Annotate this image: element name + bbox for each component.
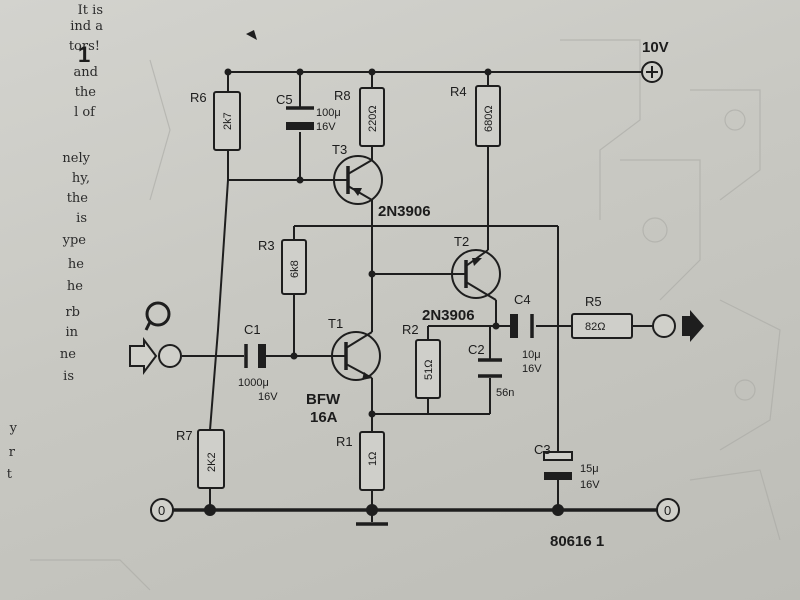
resistor-r5: 82Ω R5 xyxy=(571,294,633,339)
side-line: he xyxy=(67,279,83,294)
capacitor-c3: C3 15μ 16V xyxy=(534,442,600,491)
side-line: is xyxy=(76,211,87,226)
t2-ref: T2 xyxy=(454,234,469,249)
c3-value2: 16V xyxy=(580,479,600,491)
r1-value: 1Ω xyxy=(367,452,379,466)
c1-ref: C1 xyxy=(244,322,261,337)
side-line: It is xyxy=(78,3,103,18)
r6-value: 2k7 xyxy=(222,112,234,130)
c5-ref: C5 xyxy=(276,92,293,107)
r2-value: 51Ω xyxy=(423,360,435,380)
capacitor-c2: C2 56n xyxy=(468,342,514,399)
supply-terminal: 10V xyxy=(641,39,669,83)
ground-terminal-left: 0 xyxy=(150,498,174,522)
figure-code: 80616 1 xyxy=(550,533,604,550)
ground-right-label: 0 xyxy=(664,503,671,518)
side-line: ind a xyxy=(70,19,103,34)
side-line: tors! xyxy=(69,39,100,54)
side-line: ne xyxy=(60,347,76,362)
c2-value: 56n xyxy=(496,387,514,399)
input-connector xyxy=(129,301,182,375)
side-line: the xyxy=(67,191,89,206)
ground-left-label: 0 xyxy=(158,503,165,518)
side-line: and xyxy=(74,65,98,80)
resistor-r7: 2K2 R7 xyxy=(176,428,225,489)
capacitor-c1: C1 1000μ 16V xyxy=(238,322,278,403)
t1-type1: BFW xyxy=(306,391,341,408)
side-line: nely xyxy=(62,151,90,166)
resistor-r8: 220Ω R8 xyxy=(334,87,385,147)
side-line: the xyxy=(75,85,97,100)
c3-ref: C3 xyxy=(534,442,551,457)
r8-value: 220Ω xyxy=(367,105,379,132)
t2-type: 2N3906 xyxy=(422,307,475,324)
side-line: t xyxy=(7,467,13,482)
side-line: is xyxy=(63,369,74,384)
r8-ref: R8 xyxy=(334,88,351,103)
r1-ref: R1 xyxy=(336,434,353,449)
resistor-r4: 680Ω R4 xyxy=(450,84,501,147)
supply-voltage-label: 10V xyxy=(642,39,669,56)
resistor-r2: 51Ω R2 xyxy=(402,322,441,399)
c2-ref: C2 xyxy=(468,342,485,357)
r5-value: 82Ω xyxy=(585,321,605,333)
figure-number: 1 xyxy=(78,42,90,67)
side-line: ype xyxy=(62,233,87,248)
ground-terminal-right: 0 xyxy=(656,498,680,522)
capacitor-c4: C4 10μ 16V xyxy=(510,292,542,375)
output-connector xyxy=(652,310,704,342)
t1-ref: T1 xyxy=(328,316,343,331)
side-line: l of xyxy=(74,105,96,120)
side-line: r xyxy=(9,445,16,460)
c3-value1: 15μ xyxy=(580,463,599,475)
r7-value: 2K2 xyxy=(206,452,218,472)
side-line: rb xyxy=(65,305,80,320)
r7-ref: R7 xyxy=(176,428,193,443)
r3-ref: R3 xyxy=(258,238,275,253)
c5-value2: 16V xyxy=(316,121,336,133)
side-line: he xyxy=(68,257,84,272)
r3-value: 6k8 xyxy=(289,260,301,278)
resistor-r3: 6k8 R3 xyxy=(258,238,307,295)
c5-value1: 100μ xyxy=(316,107,341,119)
c1-value1: 1000μ xyxy=(238,377,269,389)
transistor-t1: T1 BFW 16A xyxy=(306,316,381,426)
r5-ref: R5 xyxy=(585,294,602,309)
capacitor-c5: C5 100μ 16V xyxy=(276,92,341,133)
side-line: hy, xyxy=(72,171,90,186)
c4-value1: 10μ xyxy=(522,349,541,361)
t3-ref: T3 xyxy=(332,142,347,157)
side-line: y xyxy=(9,421,18,436)
transistor-t3: T3 2N3906 xyxy=(332,142,431,220)
article-side-text: It is ind a tors! and the l of nely hy, … xyxy=(7,3,103,482)
t1-type2: 16A xyxy=(310,409,338,426)
r4-value: 680Ω xyxy=(483,105,495,132)
r6-ref: R6 xyxy=(190,90,207,105)
t3-type: 2N3906 xyxy=(378,203,431,220)
c1-value2: 16V xyxy=(258,391,278,403)
transistor-t2: T2 2N3906 xyxy=(422,234,501,324)
c4-ref: C4 xyxy=(514,292,531,307)
junction-dots xyxy=(204,68,564,516)
resistor-r6: 2k7 R6 xyxy=(190,90,241,151)
ink-mark xyxy=(246,30,257,40)
side-line: in xyxy=(65,325,78,340)
background-pcb-artwork xyxy=(30,39,781,591)
resistor-r1: 1Ω R1 xyxy=(336,431,385,491)
r4-ref: R4 xyxy=(450,84,467,99)
c4-value2: 16V xyxy=(522,363,542,375)
r2-ref: R2 xyxy=(402,322,419,337)
